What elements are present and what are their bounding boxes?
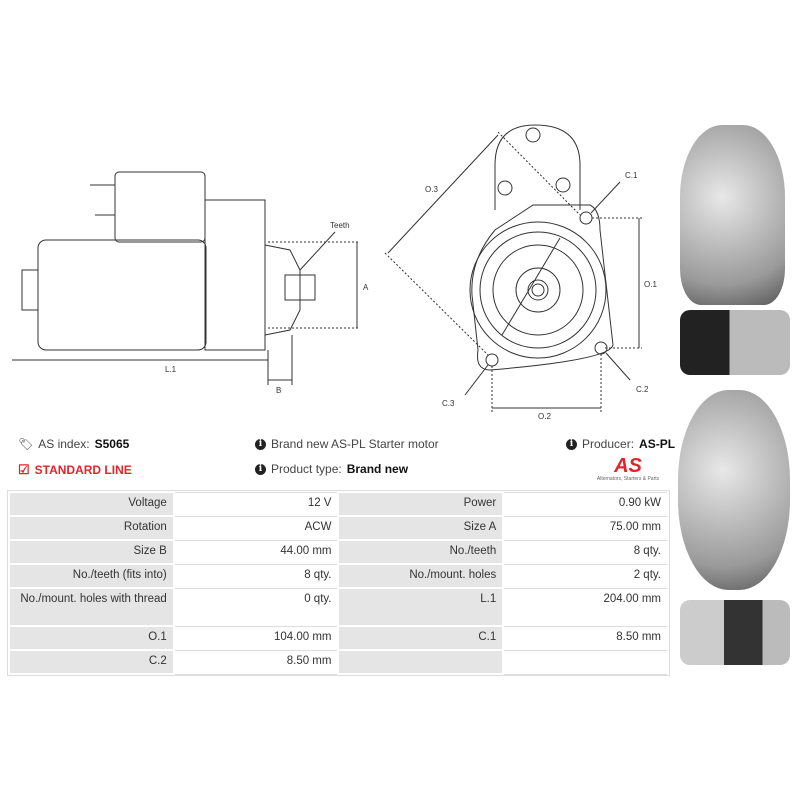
as-index-label: AS index: <box>38 437 90 451</box>
spec-value: 8 qty. <box>172 563 340 589</box>
spec-label: L.1 <box>337 587 505 627</box>
teeth-label: Teeth <box>330 221 350 230</box>
info-icon: i <box>255 463 266 475</box>
spec-label: O.1 <box>8 625 175 651</box>
product-type-label: Product type: <box>271 462 342 476</box>
checkbox-icon: ☑ <box>18 462 30 477</box>
producer-label: Producer: <box>582 437 635 451</box>
product-type-value: Brand new <box>346 462 409 476</box>
product-photo-front[interactable] <box>678 390 790 590</box>
product-photo-side[interactable] <box>680 310 790 375</box>
c2-label: C.2 <box>636 385 649 394</box>
a-label: A <box>363 283 369 292</box>
tag-icon: 🏷︎ <box>18 437 34 451</box>
spec-value: 2 qty. <box>502 563 669 589</box>
as-logo: AS Alternators, Starters & Parts <box>588 456 668 482</box>
spec-label: C.2 <box>8 649 175 675</box>
c3-label: C.3 <box>442 399 455 408</box>
spec-value: 8 qty. <box>502 539 669 565</box>
spec-label: No./teeth <box>337 539 505 565</box>
o3-label: O.3 <box>425 185 438 194</box>
spec-value: 44.00 mm <box>172 539 340 565</box>
description: i Brand new AS-PL Starter motor <box>255 437 439 451</box>
logo-tagline: Alternators, Starters & Parts <box>596 476 660 482</box>
info-icon: i <box>566 438 577 450</box>
producer-value: AS-PL <box>639 437 676 451</box>
spec-value: 104.00 mm <box>172 625 340 651</box>
product-type: i Product type: Brand new <box>255 462 408 476</box>
description-text: Brand new AS-PL Starter motor <box>271 437 439 451</box>
spec-label: No./mount. holes <box>337 563 505 589</box>
as-index: 🏷︎ AS index: S5065 <box>18 437 129 451</box>
logo-mark: AS <box>614 455 642 477</box>
spec-value: 204.00 mm <box>502 587 669 627</box>
spec-label: Power <box>337 491 505 517</box>
spec-label: Size A <box>337 515 505 541</box>
spec-value: 0 qty. <box>172 587 340 627</box>
spec-value: 75.00 mm <box>502 515 669 541</box>
standard-line-label: STANDARD LINE <box>34 463 132 477</box>
as-index-value: S5065 <box>94 437 130 451</box>
spec-label: Voltage <box>8 491 175 517</box>
product-photo-rear[interactable] <box>680 125 785 305</box>
spec-value: 12 V <box>172 491 340 517</box>
side-view-drawing: Teeth A L.1 B <box>12 171 369 395</box>
spec-label <box>337 649 505 675</box>
spec-value: 8.50 mm <box>172 649 340 675</box>
standard-line: ☑ STANDARD LINE <box>18 462 132 478</box>
spec-value <box>502 649 669 675</box>
spec-value: ACW <box>172 515 340 541</box>
spec-row: No./teeth (fits into)8 qty.No./mount. ho… <box>8 563 669 589</box>
c1-label: C.1 <box>625 171 638 180</box>
product-photo-side-2[interactable] <box>680 600 790 665</box>
spec-label: Rotation <box>8 515 175 541</box>
o1-label: O.1 <box>644 280 657 289</box>
producer: i Producer: AS-PL <box>566 437 675 451</box>
spec-label: C.1 <box>337 625 505 651</box>
spec-label: No./teeth (fits into) <box>8 563 175 589</box>
b-label: B <box>276 386 281 395</box>
spec-value: 8.50 mm <box>502 625 669 651</box>
info-icon: i <box>255 438 266 450</box>
spec-label: No./mount. holes with thread <box>8 587 175 627</box>
o2-label: O.2 <box>538 412 551 420</box>
spec-label: Size B <box>8 539 175 565</box>
spec-value: 0.90 kW <box>502 491 669 517</box>
l1-label: L.1 <box>165 365 177 374</box>
front-view-drawing: O.3 C.1 O.1 C.2 C.3 O.2 <box>384 124 657 420</box>
